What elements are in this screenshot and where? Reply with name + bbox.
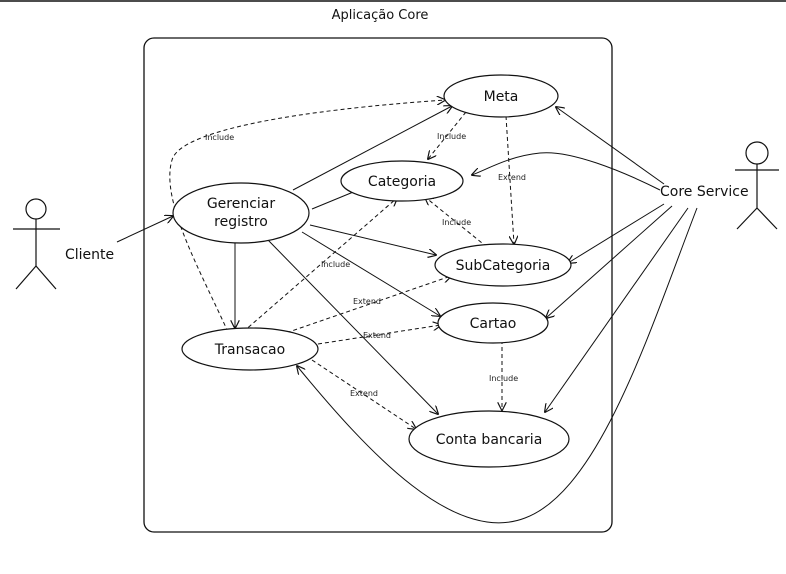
usecase-transacao[interactable] bbox=[181, 327, 319, 371]
label-include-transacao-meta: Include bbox=[205, 133, 234, 142]
usecase-categoria-label: Categoria bbox=[368, 174, 436, 190]
usecase-gerenciar-registro[interactable] bbox=[172, 182, 310, 244]
include-subcategoria-categoria bbox=[425, 197, 488, 248]
usecase-cartao[interactable] bbox=[437, 302, 549, 344]
extend-meta-subcategoria bbox=[505, 115, 514, 244]
assoc-cliente-gerenciar bbox=[116, 216, 173, 243]
include-transacao-meta bbox=[169, 100, 445, 333]
label-extend-transacao-subcategoria: Extend bbox=[353, 297, 381, 306]
assoc-core-conta bbox=[545, 207, 689, 412]
actor-cliente[interactable] bbox=[13, 198, 60, 290]
system-boundary bbox=[143, 37, 613, 533]
usecase-subcategoria-label: SubCategoria bbox=[456, 258, 551, 274]
assoc-core-cartao bbox=[546, 205, 673, 318]
assoc-gerenciar-meta bbox=[292, 106, 452, 191]
include-transacao-categoria bbox=[242, 198, 397, 333]
usecase-conta-bancaria-label: Conta bancaria bbox=[436, 432, 543, 448]
assoc-core-transacao bbox=[297, 207, 698, 524]
label-include-cartao-conta: Include bbox=[489, 374, 518, 383]
label-include-meta-categoria: Include bbox=[437, 132, 466, 141]
actor-core-service[interactable] bbox=[735, 141, 779, 230]
label-extend-transacao-cartao: Extend bbox=[363, 331, 391, 340]
usecase-gerenciar-registro-label-line2: registro bbox=[214, 214, 268, 230]
assoc-gerenciar-cartao bbox=[301, 231, 440, 316]
assoc-gerenciar-subcategoria bbox=[309, 224, 436, 255]
assoc-core-meta bbox=[556, 107, 665, 185]
assoc-gerenciar-conta bbox=[267, 239, 438, 414]
label-extend-transacao-conta: Extend bbox=[350, 389, 378, 398]
actor-core-service-label: Core Service bbox=[660, 184, 749, 200]
label-include-subcategoria-categoria: Include bbox=[442, 218, 471, 227]
usecase-meta[interactable] bbox=[443, 74, 559, 118]
label-include-transacao-categoria: Include bbox=[321, 260, 350, 269]
usecase-gerenciar-registro-label-line1: Gerenciar bbox=[207, 196, 276, 212]
label-extend-meta-subcategoria: Extend bbox=[498, 173, 526, 182]
usecase-cartao-label: Cartao bbox=[470, 316, 517, 332]
actor-core-service-head bbox=[745, 141, 769, 165]
usecase-meta-label: Meta bbox=[484, 89, 519, 105]
extend-transacao-subcategoria bbox=[279, 276, 451, 336]
system-title: Aplicação Core bbox=[332, 8, 429, 23]
usecase-transacao-label: Transacao bbox=[214, 342, 285, 358]
include-meta-categoria bbox=[428, 111, 467, 159]
usecase-subcategoria[interactable] bbox=[434, 243, 572, 287]
assoc-core-subcategoria bbox=[568, 203, 665, 263]
dashed-relations bbox=[169, 100, 514, 429]
usecase-conta-bancaria[interactable] bbox=[408, 410, 570, 468]
actor-cliente-head bbox=[25, 198, 47, 220]
usecase-categoria[interactable] bbox=[340, 160, 464, 202]
assoc-core-categoria bbox=[472, 152, 661, 191]
actor-cliente-label: Cliente bbox=[65, 247, 114, 263]
